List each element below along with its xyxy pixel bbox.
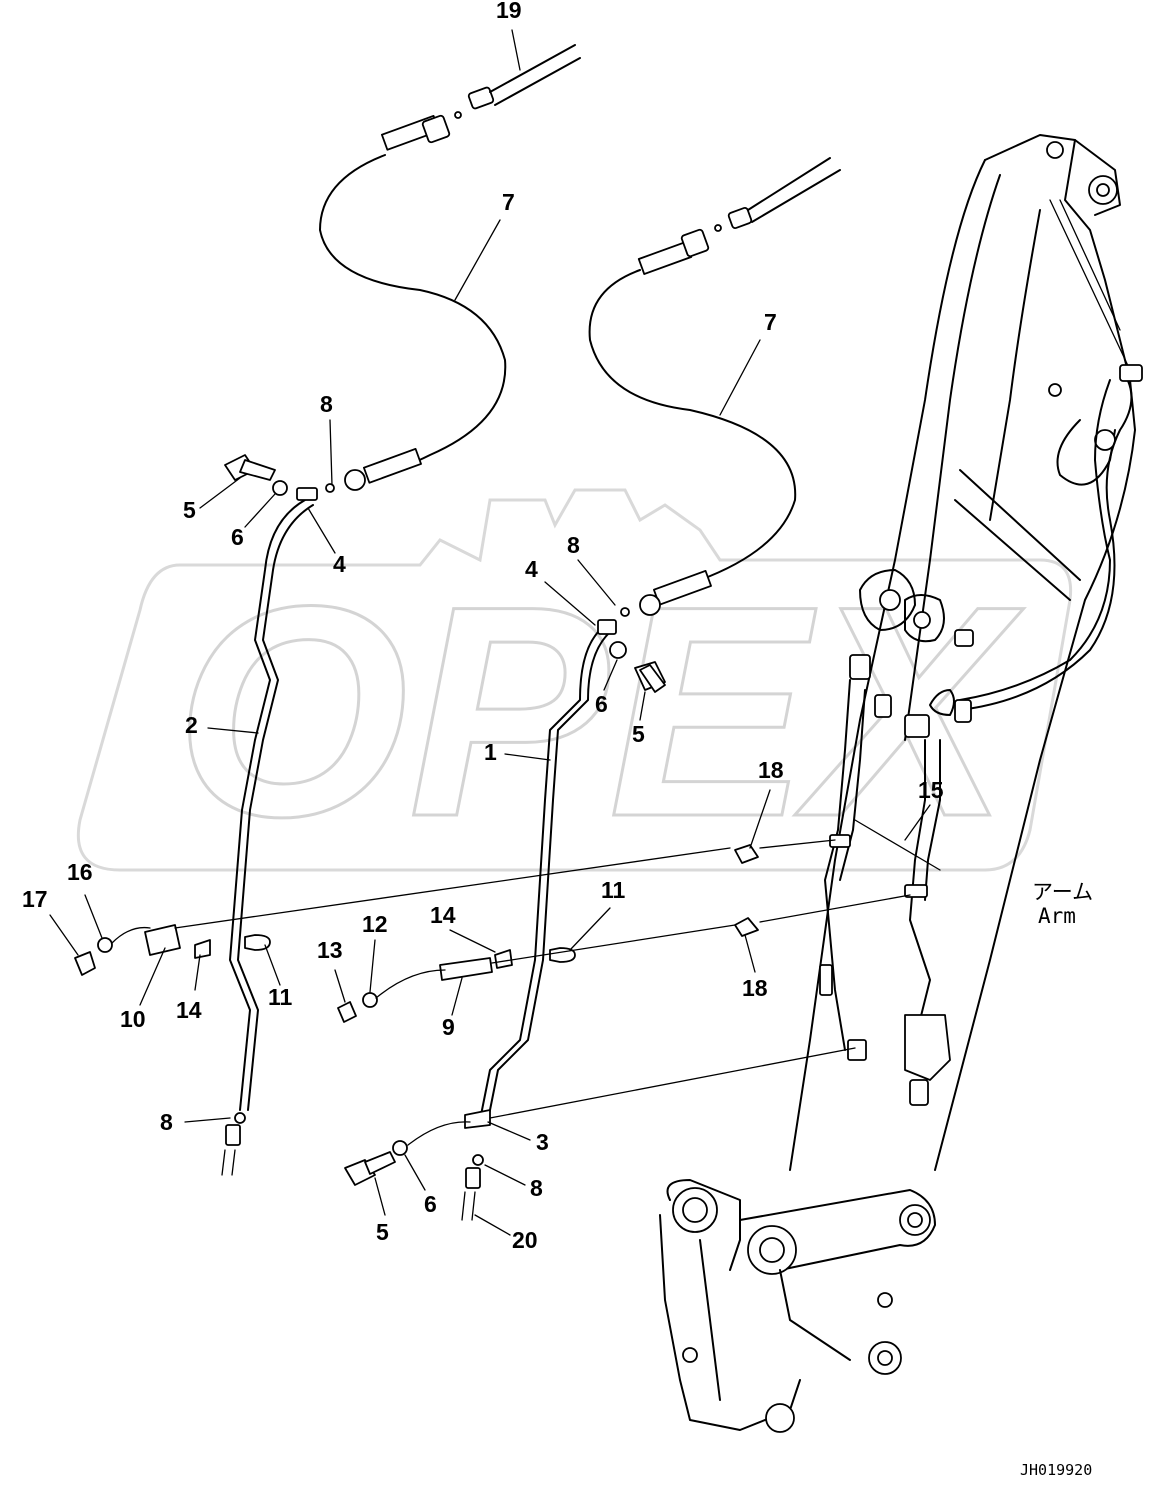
arm-caption: アーム Arm <box>1032 880 1093 928</box>
callout-14-mid: 14 <box>430 902 456 928</box>
callout-18-top: 18 <box>758 757 784 783</box>
callout-4-left: 4 <box>333 551 346 577</box>
callout-5-bottom: 5 <box>376 1219 389 1245</box>
hose-7-left <box>319 44 581 493</box>
callout-6-bottom: 6 <box>424 1191 437 1217</box>
callout-16: 16 <box>67 859 93 885</box>
callout-1: 1 <box>484 739 497 765</box>
callout-7-right: 7 <box>764 309 777 335</box>
callout-18-bottom: 18 <box>742 975 768 1001</box>
callout-2: 2 <box>185 712 198 738</box>
callout-4-mid: 4 <box>525 556 538 582</box>
callout-6-mid: 6 <box>595 691 608 717</box>
callout-17: 17 <box>22 886 48 912</box>
callout-5-top-left: 5 <box>183 497 196 523</box>
callout-10: 10 <box>120 1006 146 1032</box>
guide-lines <box>111 819 941 1146</box>
callout-8-left: 8 <box>160 1109 173 1135</box>
callout-15: 15 <box>918 777 944 803</box>
callout-14-left: 14 <box>176 997 202 1023</box>
callout-20: 20 <box>512 1227 538 1253</box>
arm-label-en: Arm <box>1038 904 1076 928</box>
callout-9: 9 <box>442 1014 455 1040</box>
callout-19: 19 <box>496 0 522 23</box>
callout-5-mid: 5 <box>632 721 645 747</box>
leader-lines <box>49 29 931 1236</box>
callout-13: 13 <box>317 937 343 963</box>
drawing-code: JH019920 <box>1020 1461 1092 1479</box>
tube-2 <box>221 487 318 1176</box>
hose-7-right <box>588 157 841 617</box>
callout-8-mid: 8 <box>567 532 580 558</box>
callout-8-bottom: 8 <box>530 1175 543 1201</box>
callout-11-left: 11 <box>268 984 293 1010</box>
callout-12: 12 <box>362 911 388 937</box>
callout-3: 3 <box>536 1129 549 1155</box>
arm-assembly <box>659 134 1143 1433</box>
callout-11-mid: 11 <box>601 877 626 903</box>
hardware-parts <box>74 454 759 1186</box>
tube-1 <box>461 619 617 1221</box>
callout-labels: 19 7 7 8 5 6 4 8 4 6 5 2 1 18 15 16 17 1… <box>22 0 944 1253</box>
callout-8-top-left: 8 <box>320 391 333 417</box>
arm-label-jp: アーム <box>1032 880 1093 904</box>
callout-6-top-left: 6 <box>231 524 244 550</box>
callout-7-left: 7 <box>502 189 515 215</box>
